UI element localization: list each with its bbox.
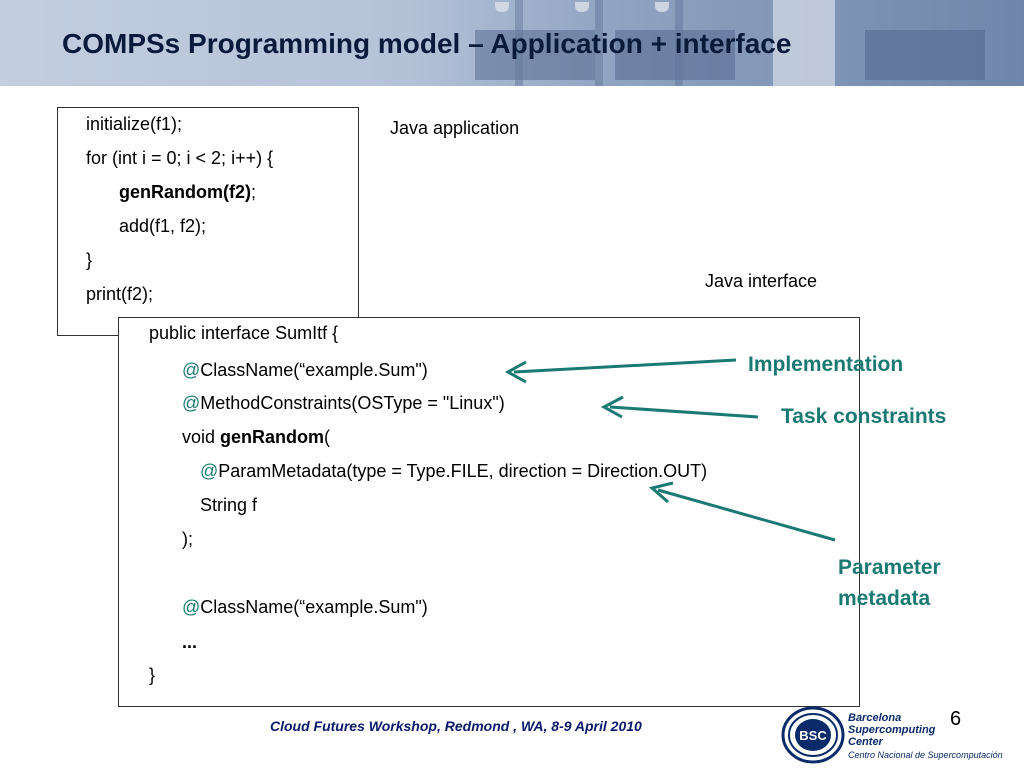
implementation-arrow — [513, 358, 737, 374]
photo-beam — [595, 0, 603, 86]
annotation-at: @ — [182, 393, 201, 413]
code-line: @ClassName(“example.Sum") — [182, 359, 428, 381]
code-line: @MethodConstraints(OSType = "Linux") — [182, 392, 505, 414]
bsc-logo-text: Barcelona Supercomputing Center — [848, 712, 935, 748]
code-line: } — [149, 665, 156, 685]
code-line: print(f2); — [86, 284, 154, 304]
slide-title: COMPSs Programming model – Application +… — [62, 28, 792, 59]
header-band: COMPSs Programming model – Application +… — [0, 0, 1024, 86]
code-line: for (int i = 0; i < 2; i++) { — [86, 148, 274, 168]
keyword: void — [182, 427, 221, 447]
task-constraints-callout: Task constraints — [781, 405, 947, 428]
constraints-arrowhead — [600, 395, 624, 419]
java-application-label: Java application — [390, 118, 520, 138]
code-line: String f — [200, 495, 258, 515]
photo-beam — [675, 0, 683, 86]
code-line: initialize(f1); — [86, 114, 183, 134]
annotation-at: @ — [200, 461, 219, 481]
implementation-callout: Implementation — [748, 353, 904, 376]
annotation-at: @ — [182, 360, 201, 380]
genrandom-call: genRandom(f2) — [119, 182, 251, 202]
code-line: void genRandom( — [182, 426, 330, 448]
bsc-emblem-icon: BSC — [781, 706, 845, 764]
photo-lamp — [655, 2, 669, 12]
bsc-badge-text: BSC — [799, 728, 827, 743]
code-line: genRandom(f2); — [119, 181, 256, 203]
logo-line: Supercomputing — [848, 724, 936, 736]
annotation-at: @ — [182, 597, 201, 617]
callout-line: Parameter — [838, 556, 941, 579]
photo-lamp — [495, 2, 509, 12]
code-line: @ParamMetadata(type = Type.FILE, directi… — [200, 460, 707, 482]
semicolon: ; — [251, 182, 257, 202]
annotation-text: ClassName(“example.Sum") — [200, 360, 428, 380]
logo-line: Barcelona — [848, 712, 902, 724]
photo-window — [475, 30, 595, 80]
annotation-text: ParamMetadata(type = Type.FILE, directio… — [218, 461, 708, 481]
annotation-text: ClassName(“example.Sum") — [200, 597, 428, 617]
constraints-arrow — [609, 405, 759, 419]
ellipsis: ... — [182, 632, 198, 652]
code-line: ); — [182, 529, 193, 549]
code-line: @ClassName(“example.Sum") — [182, 596, 428, 618]
footer-text: Cloud Futures Workshop, Redmond , WA, 8-… — [270, 718, 642, 734]
code-line: public interface SumItf { — [149, 323, 339, 343]
paren: ( — [324, 427, 331, 447]
logo-line: Center — [848, 736, 883, 748]
photo-lamp — [575, 2, 589, 12]
page-number: 6 — [950, 708, 962, 730]
metadata-arrow — [657, 488, 836, 542]
bsc-logo-subtitle: Centro Nacional de Supercomputación — [848, 750, 1003, 760]
java-application-box — [57, 107, 359, 336]
bsc-logo: BSC Barcelona Supercomputing Center Cent… — [780, 704, 1020, 766]
photo-window — [865, 30, 985, 80]
callout-line: metadata — [838, 587, 931, 610]
implementation-arrowhead — [504, 360, 527, 384]
method-name: genRandom — [220, 427, 325, 447]
metadata-arrowhead — [648, 481, 674, 504]
annotation-text: MethodConstraints(OSType = "Linux") — [200, 393, 505, 413]
code-line: add(f1, f2); — [119, 216, 207, 236]
parameter-metadata-callout: Parameter metadata — [838, 552, 941, 614]
code-line: ... — [182, 631, 197, 653]
photo-tower — [773, 0, 835, 86]
header-photo — [455, 0, 1024, 86]
code-line: } — [86, 250, 93, 270]
photo-window — [615, 30, 735, 80]
photo-beam — [515, 0, 523, 86]
java-interface-label: Java interface — [705, 271, 818, 291]
